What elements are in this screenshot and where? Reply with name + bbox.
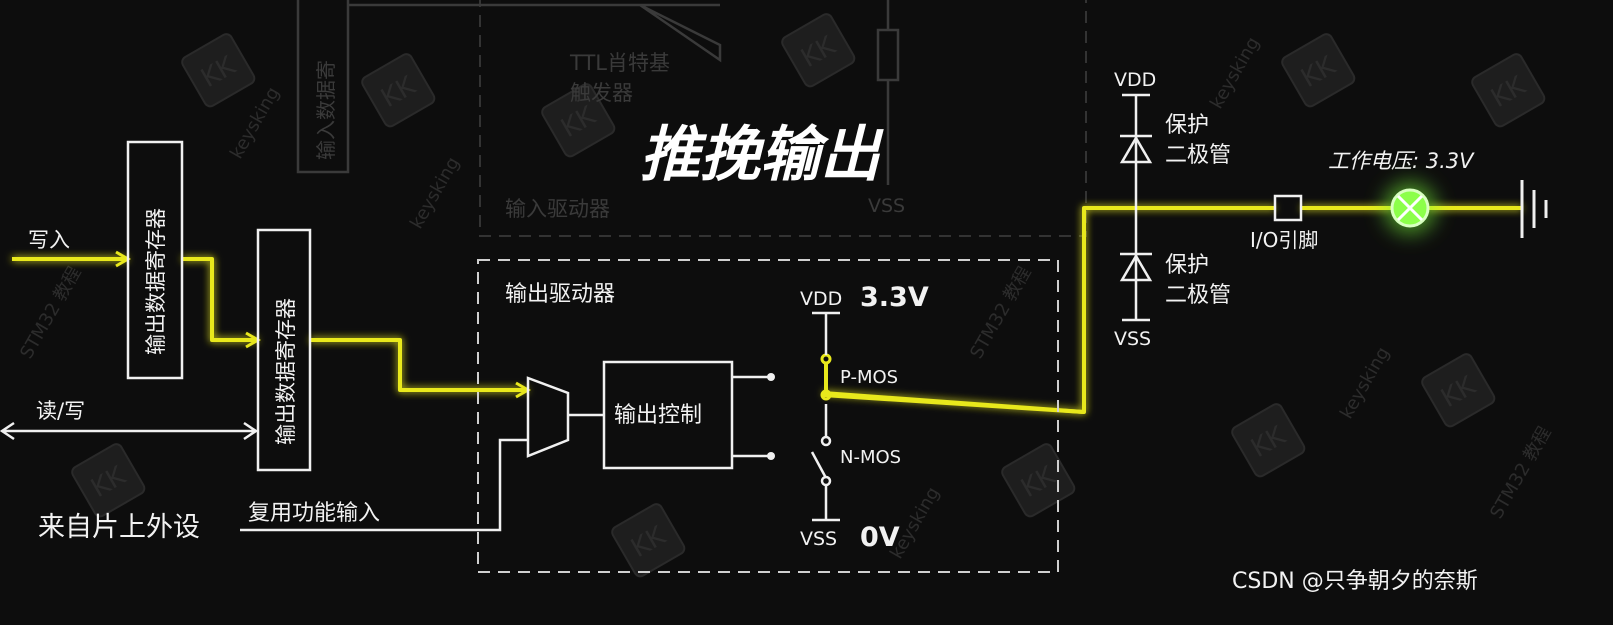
v-low-label: 0V xyxy=(860,522,900,553)
nmos-contact-top xyxy=(820,435,832,447)
watermark-subtext: STM32 教程 xyxy=(16,263,85,362)
pmos-output-wire xyxy=(822,393,1085,414)
watermark-tile: KK xyxy=(181,33,256,108)
output-data-register-1-label: 输出数据寄存器 xyxy=(144,208,168,355)
nmos-switch-blade xyxy=(810,451,828,479)
nmos-gate-dot xyxy=(767,452,775,460)
nmos-contact-bottom xyxy=(820,475,832,487)
pmos-contact-top xyxy=(820,353,832,365)
protect-diode-bottom-2: 二极管 xyxy=(1165,283,1231,308)
io-pin-label: I/O引脚 xyxy=(1250,228,1318,252)
watermark-text: keysking xyxy=(1206,33,1264,112)
read-write-arrow xyxy=(0,421,259,441)
watermark-text: keysking xyxy=(226,83,284,162)
watermark-tile: KK xyxy=(1001,443,1076,518)
diagram-title: 推挽输出 xyxy=(640,120,884,190)
lamp-cross xyxy=(1396,194,1424,222)
vdd-right-label: VDD xyxy=(1114,69,1156,91)
output-control-box xyxy=(602,360,734,470)
output-control-label: 输出控制 xyxy=(614,403,702,428)
v-high-label: 3.3V xyxy=(860,282,929,313)
watermark-tile: KK xyxy=(541,83,616,158)
input-driver-label: 输入驱动器 xyxy=(505,197,610,221)
input-data-register-label: 输入数据寄 xyxy=(314,60,338,160)
output-driver-label: 输出驱动器 xyxy=(505,282,615,307)
from-peripheral-label: 来自片上外设 xyxy=(38,512,200,543)
watermark-tile: KK xyxy=(611,503,686,578)
ground-icon xyxy=(1520,180,1548,238)
mux xyxy=(526,376,570,458)
footer-credit: CSDN @只争朝夕的奈斯 xyxy=(1232,569,1478,594)
ttl-schmitt-label-2: 触发器 xyxy=(570,81,633,105)
watermark-subtext: STM32 教程 xyxy=(966,263,1035,362)
watermark-subtext: STM32 教程 xyxy=(1486,423,1555,522)
vss-right-label: VSS xyxy=(1114,328,1151,350)
io-pin-box xyxy=(1273,194,1303,222)
vss-input-label: VSS xyxy=(868,195,905,217)
output-data-register-2-label: 输出数据寄存器 xyxy=(274,298,298,445)
watermark-tile: KK xyxy=(71,443,146,518)
vss-bottom-label: VSS xyxy=(800,528,837,550)
watermark-tile: KK xyxy=(1231,403,1306,478)
input-data-register-box xyxy=(296,0,350,174)
watermark-tile: KK xyxy=(1421,353,1496,428)
pmos-gate-dot xyxy=(767,373,775,381)
input-section-faded: 输入数据寄 TTL肖特基 触发器 VSS 输入驱动器 xyxy=(296,0,1087,237)
output-data-register-1 xyxy=(126,140,184,380)
watermark-tile: KK xyxy=(781,13,856,88)
protect-diode-bottom-1: 保护 xyxy=(1165,253,1209,278)
protect-diode-top-1: 保护 xyxy=(1165,113,1209,138)
watermark-tile: KK xyxy=(1281,33,1356,108)
output-driver-box xyxy=(477,259,1059,573)
watermark-text: keysking xyxy=(1336,343,1394,422)
top-diode-icon xyxy=(1119,135,1153,164)
watermark-layer: KK KK KK KK KK KK KK KK xyxy=(16,13,1556,578)
watermark-tile: KK xyxy=(361,53,436,128)
working-voltage-label: 工作电压: 3.3V xyxy=(1328,149,1475,173)
alt-func-wire xyxy=(240,438,528,532)
protect-diode-top-2: 二极管 xyxy=(1165,143,1231,168)
pmos-label: P-MOS xyxy=(840,367,898,388)
bottom-diode-icon xyxy=(1119,253,1153,282)
watermark-text: keysking xyxy=(406,153,464,232)
output-data-register-2 xyxy=(256,228,312,472)
ttl-schmitt-label-1: TTL肖特基 xyxy=(569,51,670,75)
vdd-top-label: VDD xyxy=(800,288,842,310)
alt-func-input-label: 复用功能输入 xyxy=(248,501,380,526)
write-in-label: 写入 xyxy=(28,228,70,252)
watermark-tile: KK xyxy=(1471,53,1546,128)
read-write-label: 读/写 xyxy=(36,399,85,423)
nmos-label: N-MOS xyxy=(840,447,901,468)
